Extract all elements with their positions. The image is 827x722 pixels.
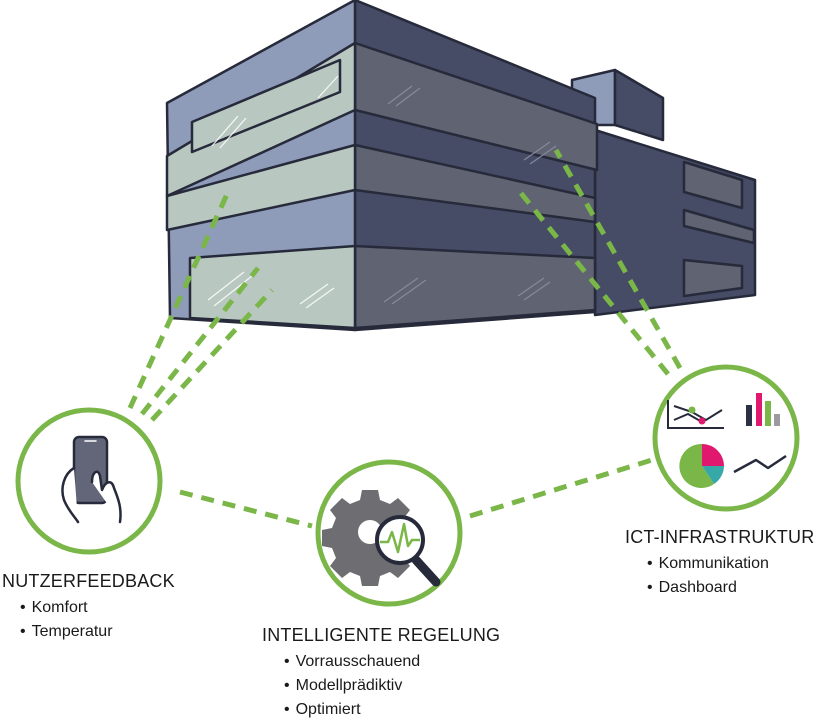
- regelung-title: INTELLIGENTE REGELUNG: [262, 625, 501, 645]
- list-item: Optimiert: [284, 698, 500, 722]
- nutzerfeedback-title: NUTZERFEEDBACK: [2, 571, 175, 591]
- list-item: Kommunikation: [647, 552, 814, 576]
- dark-glass-reflections: [383, 85, 557, 305]
- trend-line-icon: [733, 454, 787, 474]
- pie-chart-icon: [679, 443, 724, 488]
- ict-items: Kommunikation Dashboard: [647, 552, 814, 600]
- regelung-label: INTELLIGENTE REGELUNG Vorrausschauend Mo…: [262, 625, 500, 722]
- line-chart-icon: [667, 400, 724, 429]
- nutzerfeedback-label: NUTZERFEEDBACK Komfort Temperatur: [2, 571, 175, 644]
- gear-magnifier-icon: [322, 490, 441, 587]
- list-item: Modellprädiktiv: [284, 674, 500, 698]
- ict-circle: [652, 364, 800, 512]
- list-item: Dashboard: [647, 576, 814, 600]
- regelung-items: Vorrausschauend Modellprädiktiv Optimier…: [284, 650, 500, 722]
- list-item: Vorrausschauend: [284, 650, 500, 674]
- ict-label: ICT-INFRASTRUKTUR Kommunikation Dashboar…: [625, 527, 814, 600]
- building-illustration: [165, 0, 757, 332]
- list-item: Temperatur: [20, 620, 175, 644]
- nutzerfeedback-items: Komfort Temperatur: [20, 596, 175, 644]
- bar-chart-icon: [746, 393, 780, 426]
- smartphone-hand-icon: [61, 435, 122, 524]
- ict-title: ICT-INFRASTRUKTUR: [625, 527, 815, 547]
- glass-reflections: [207, 75, 339, 309]
- list-item: Komfort: [20, 596, 175, 620]
- connector-lines: [127, 148, 683, 529]
